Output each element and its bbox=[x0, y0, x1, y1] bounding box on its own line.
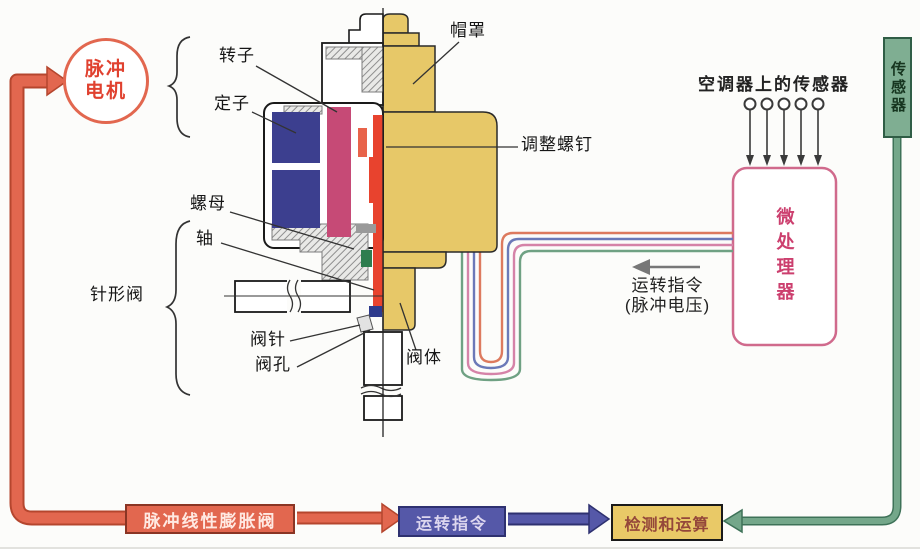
wire-blue bbox=[472, 237, 733, 370]
cap-dome bbox=[382, 13, 409, 34]
command-arrow bbox=[632, 259, 700, 275]
shaft-bar bbox=[373, 115, 383, 312]
sensor-input-3 bbox=[777, 97, 791, 166]
needle-valve-brace bbox=[164, 220, 191, 396]
detect-compute-box: 检测和运算 bbox=[611, 504, 723, 541]
sensor-box bbox=[883, 37, 912, 138]
wire-salmon bbox=[478, 231, 733, 364]
valve-body-label: 阀体 bbox=[406, 348, 442, 367]
valve-needle-label: 阀针 bbox=[250, 330, 286, 349]
valve-lower-step bbox=[382, 251, 447, 269]
wire-bundle bbox=[460, 231, 733, 382]
operation-command-box-label: 运转指令 bbox=[415, 515, 488, 533]
rotor-label: 转子 bbox=[219, 46, 255, 65]
microprocessor-label: 微处理器 bbox=[774, 206, 795, 307]
braces bbox=[164, 36, 191, 396]
pulse-motor-label: 脉冲电机 bbox=[84, 59, 127, 102]
red-loop-line bbox=[9, 65, 126, 526]
command-note-line2: (脉冲电压) bbox=[624, 296, 711, 316]
valve-body-pointer bbox=[399, 302, 417, 351]
wire-pink bbox=[466, 243, 733, 376]
shaft-pointer bbox=[220, 242, 375, 291]
wire-green bbox=[460, 249, 733, 382]
operation-command-box: 运转指令 bbox=[398, 506, 506, 537]
cap-pointer bbox=[412, 41, 460, 85]
valve-hole-pointer bbox=[296, 329, 371, 368]
sensor-input-arrows bbox=[743, 97, 825, 166]
pulse-expansion-valve-box-label: 脉冲线性膨胀阀 bbox=[143, 511, 277, 531]
pulse-motor-node: 脉冲电机 bbox=[63, 38, 149, 124]
sensor-input-4 bbox=[794, 97, 808, 166]
nut-label: 螺母 bbox=[190, 194, 226, 213]
rotor-bar bbox=[327, 107, 351, 237]
cap-label: 帽罩 bbox=[450, 21, 486, 40]
stator-label: 定子 bbox=[214, 94, 250, 113]
sensor-input-2 bbox=[760, 97, 774, 166]
casing-top-cap bbox=[348, 13, 384, 44]
sensor-label: 传感器 bbox=[889, 60, 906, 115]
nut-pointer bbox=[229, 211, 355, 250]
blue-flow-arrow bbox=[508, 503, 611, 535]
valve-hole-label: 阀孔 bbox=[255, 355, 291, 374]
pulse-expansion-valve-box: 脉冲线性膨胀阀 bbox=[125, 504, 295, 534]
adjust-screw-label: 调整螺钉 bbox=[521, 135, 593, 154]
valve-main-body bbox=[382, 111, 498, 253]
detect-compute-box-label: 检测和运算 bbox=[624, 516, 710, 534]
shaft-bulge bbox=[369, 157, 374, 203]
shaft-label: 轴 bbox=[196, 229, 214, 248]
ac-sensors-label: 空调器上的传感器 bbox=[698, 75, 850, 94]
stator-block-upper bbox=[272, 112, 320, 163]
green-arrowhead bbox=[722, 508, 743, 534]
hatched-parts bbox=[271, 46, 384, 281]
stator-block-lower bbox=[272, 170, 320, 228]
red-flow-arrow bbox=[297, 502, 404, 534]
sensor-input-1 bbox=[743, 97, 757, 166]
motor-brace bbox=[166, 36, 191, 138]
command-note: 运转指令 (脉冲电压) bbox=[600, 276, 735, 317]
cap-collar bbox=[382, 32, 420, 47]
red-arrowhead-to-motor bbox=[46, 65, 69, 97]
command-note-line1: 运转指令 bbox=[631, 276, 704, 295]
valve-needle-pointer bbox=[289, 324, 361, 342]
microprocessor-box bbox=[731, 166, 838, 347]
inner-red-block bbox=[358, 128, 367, 157]
rotor-pointer bbox=[255, 65, 338, 113]
cap-upper-block bbox=[382, 45, 436, 113]
stator-pointer bbox=[251, 111, 297, 134]
bottom-bracket bbox=[271, 223, 369, 281]
valve-needle-tip bbox=[356, 314, 374, 333]
needle-valve-label: 针形阀 bbox=[90, 285, 144, 304]
nut-green-block bbox=[361, 250, 372, 267]
gray-spacer bbox=[356, 224, 376, 233]
pointer-lines bbox=[220, 41, 518, 368]
valve-body-column bbox=[382, 267, 416, 331]
seat-blue-block bbox=[369, 306, 382, 317]
green-sensor-line bbox=[722, 136, 902, 534]
sensor-input-5 bbox=[811, 97, 825, 166]
